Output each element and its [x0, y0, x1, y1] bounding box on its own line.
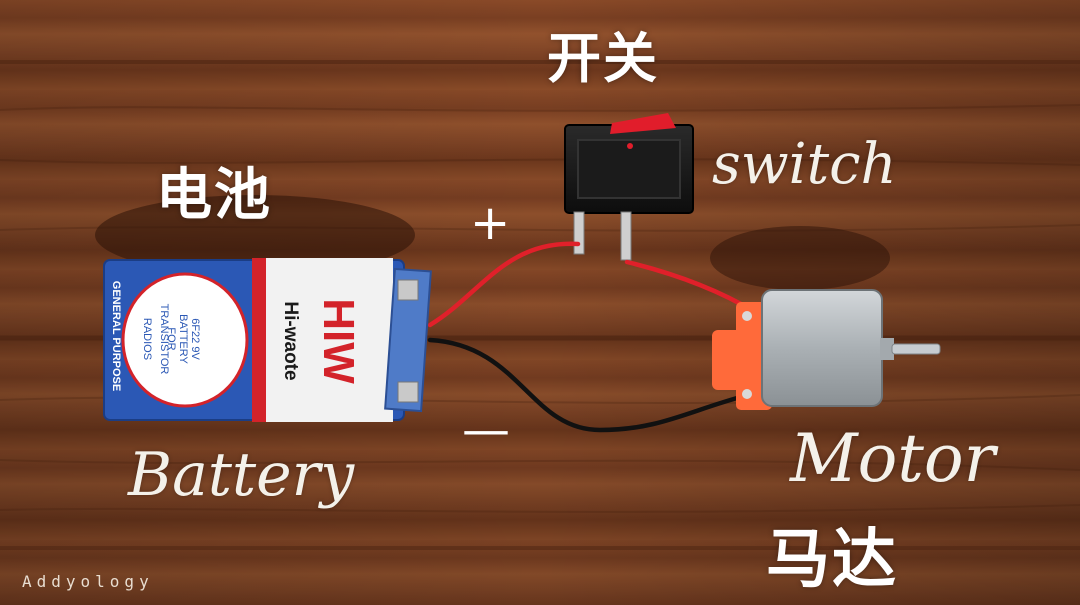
battery-model: Hi-waote: [280, 301, 301, 381]
motor-shadow: [710, 226, 890, 290]
red-wire-battery-switch: [427, 241, 581, 328]
dc-motor: [712, 289, 941, 410]
battery-purpose: GENERAL PURPOSE: [110, 280, 122, 392]
battery-spec-1: 6F22 9V: [189, 318, 201, 360]
black-wire-battery-motor: [427, 337, 751, 433]
battery-spec-4: TRANSISTOR: [158, 303, 170, 375]
minus-sign: —: [462, 402, 510, 458]
battery-spec-2: BATTERY: [177, 314, 189, 364]
motor-label-en: Motor: [790, 420, 996, 497]
motor-label-cn: 马达: [766, 523, 898, 597]
battery-spec-5: RADIOS: [141, 317, 153, 361]
rocker-switch: [564, 113, 694, 261]
battery-shadow: [95, 195, 415, 275]
battery-9v: [103, 258, 432, 422]
battery-brand: HIW: [314, 298, 363, 384]
switch-rocker: [610, 113, 676, 134]
switch-label-en: switch: [712, 132, 897, 197]
watermark: Addyology: [22, 572, 154, 591]
battery-label-en: Battery: [128, 440, 355, 510]
switch-label-cn: 开关: [547, 27, 659, 90]
battery-label-cn: 电池: [156, 163, 272, 228]
switch-terminal-left: [573, 211, 585, 255]
plus-sign: +: [470, 195, 511, 251]
